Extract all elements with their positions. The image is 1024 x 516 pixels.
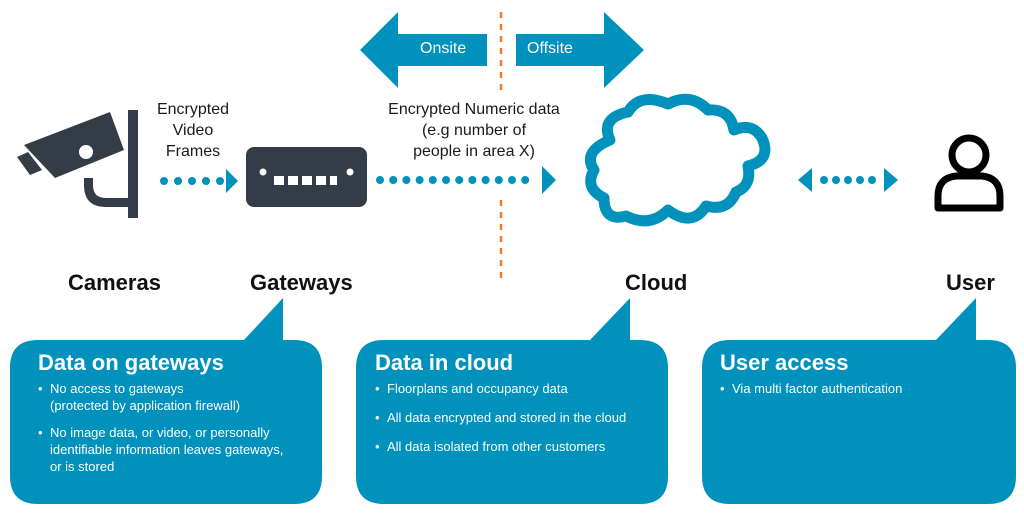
- flow-dot: [481, 176, 490, 184]
- flow-dot: [428, 176, 437, 184]
- gateway-icon: [246, 147, 367, 207]
- user-icon: [934, 134, 1004, 212]
- flow-dot: [468, 176, 477, 184]
- bubble-gateways: Data on gateways No access to gateways (…: [38, 350, 318, 475]
- flow-dot: [494, 176, 503, 184]
- flow-dot: [442, 176, 450, 184]
- flow-label-line: Video: [172, 122, 214, 139]
- flow-label-line: (e.g number of: [421, 122, 527, 139]
- flow-label-camera-gateway: Encrypted Video Frames: [143, 99, 243, 162]
- bubble-title: Data on gateways: [38, 350, 224, 375]
- cloud-icon: [585, 93, 771, 227]
- bubble-item-continuation: identifiable information leaves gateways…: [50, 442, 284, 457]
- flow-dot: [508, 176, 516, 184]
- node-label-user: User: [946, 270, 995, 295]
- flow-dot: [389, 176, 398, 184]
- offsite-arrow: [516, 12, 644, 88]
- offsite-label: Offsite: [527, 40, 573, 57]
- flow-arrow-gateway-cloud: [376, 166, 556, 194]
- flow-dot: [402, 176, 411, 184]
- flow-label-line: Encrypted: [156, 101, 230, 118]
- bubble-item: No image data, or video, or personally: [38, 424, 318, 441]
- bubble-title: User access: [720, 350, 849, 375]
- flow-label-gateway-cloud: Encrypted Numeric data (e.g number of pe…: [372, 99, 576, 162]
- bubble-item: All data encrypted and stored in the clo…: [375, 409, 665, 426]
- bubble-title: Data in cloud: [375, 350, 514, 375]
- bubble-item-continuation: (protected by application firewall): [50, 398, 241, 413]
- flow-label-line: Encrypted Numeric data: [388, 101, 560, 118]
- bubble-item: Floorplans and occupancy data: [375, 380, 665, 397]
- camera-icon: [17, 110, 138, 218]
- bubble-user: User access Via multi factor authenticat…: [720, 350, 1010, 397]
- node-label-cloud: Cloud: [625, 270, 688, 295]
- bubble-item: Via multi factor authentication: [720, 380, 1010, 397]
- onsite-arrow: [360, 12, 487, 88]
- flow-label-line: people in area X): [413, 143, 535, 160]
- node-label-cameras: Cameras: [68, 270, 161, 295]
- bubble-item: All data isolated from other customers: [375, 438, 665, 455]
- flow-dot: [455, 176, 464, 184]
- node-label-gateways: Gateways: [250, 270, 353, 295]
- flow-arrow-cloud-user: [798, 168, 898, 192]
- flow-dot: [521, 176, 530, 184]
- flow-dot: [376, 176, 384, 184]
- bubble-cloud: Data in cloud Floorplans and occupancy d…: [375, 350, 665, 455]
- bubble-item: No access to gateways: [38, 380, 318, 397]
- bubble-user-shape: [702, 298, 1016, 504]
- bubble-item-continuation: or is stored: [50, 459, 115, 474]
- flow-arrow-camera-gateway: [160, 169, 238, 193]
- bubble-gateways-shape: [10, 298, 322, 504]
- flow-dot: [415, 176, 424, 184]
- flow-label-line: Frames: [165, 143, 221, 160]
- onsite-label: Onsite: [420, 40, 467, 57]
